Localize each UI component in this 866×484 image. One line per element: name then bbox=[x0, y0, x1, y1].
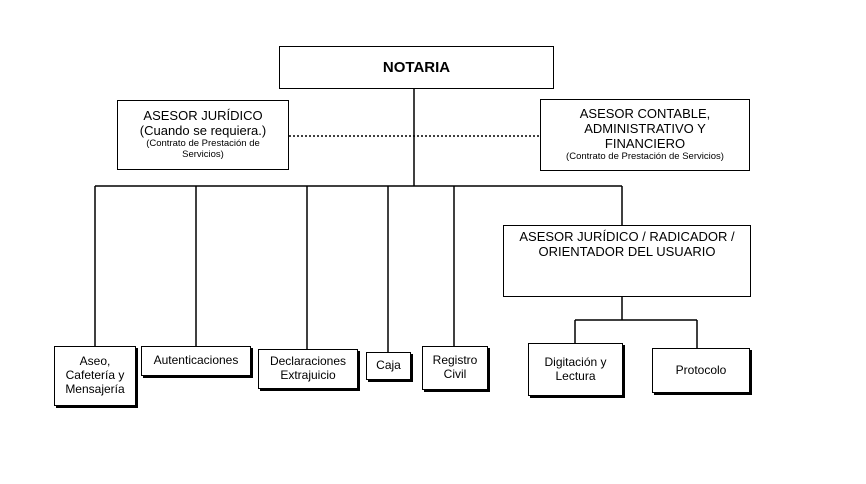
legal-advisor-box: ASESOR JURÍDICO (Cuando se requiera.) (C… bbox=[117, 100, 289, 170]
accounting-advisor-line-2: ADMINISTRATIVO Y bbox=[584, 121, 706, 137]
dept-registro-line-1: Registro bbox=[432, 353, 478, 368]
dept-aseo-box: Aseo, Cafetería y Mensajería bbox=[54, 346, 136, 406]
dept-caja-label: Caja bbox=[376, 358, 401, 373]
dept-autenticaciones-box: Autenticaciones bbox=[141, 346, 251, 376]
sub-protocolo-box: Protocolo bbox=[652, 348, 750, 393]
root-title: NOTARIA bbox=[382, 58, 451, 76]
dept-registro-box: Registro Civil bbox=[422, 346, 488, 390]
radicador-box: ASESOR JURÍDICO / RADICADOR / ORIENTADOR… bbox=[503, 225, 751, 297]
legal-advisor-note-2: Servicios) bbox=[182, 148, 224, 160]
dept-declaraciones-box: Declaraciones Extrajuicio bbox=[258, 349, 358, 389]
dept-caja-box: Caja bbox=[366, 352, 411, 380]
accounting-advisor-note: (Contrato de Prestación de Servicios) bbox=[566, 150, 724, 162]
dept-autenticaciones-label: Autenticaciones bbox=[153, 353, 239, 368]
sub-digitacion-line-2: Lectura bbox=[555, 368, 596, 383]
dept-declaraciones-line-2: Extrajuicio bbox=[280, 368, 336, 382]
radicador-line-1: ASESOR JURÍDICO / RADICADOR / bbox=[519, 229, 735, 244]
sub-protocolo-label: Protocolo bbox=[675, 362, 727, 377]
accounting-advisor-box: ASESOR CONTABLE, ADMINISTRATIVO Y FINANC… bbox=[540, 99, 750, 171]
dept-declaraciones-line-1: Declaraciones bbox=[269, 354, 347, 369]
sub-digitacion-line-1: Digitación y bbox=[544, 354, 607, 369]
legal-advisor-subtitle: (Cuando se requiera.) bbox=[139, 123, 267, 139]
dept-aseo-line-1: Aseo, bbox=[79, 354, 111, 369]
root-box: NOTARIA bbox=[279, 46, 554, 89]
dept-registro-line-2: Civil bbox=[443, 367, 467, 381]
accounting-advisor-line-1: ASESOR CONTABLE, bbox=[579, 106, 711, 122]
dept-aseo-line-2: Cafetería y bbox=[65, 368, 125, 383]
accounting-advisor-line-3: FINANCIERO bbox=[604, 136, 686, 151]
dept-aseo-line-3: Mensajería bbox=[65, 381, 125, 396]
legal-advisor-note-1: (Contrato de Prestación de bbox=[146, 138, 260, 150]
radicador-line-2: ORIENTADOR DEL USUARIO bbox=[538, 243, 716, 259]
legal-advisor-title: ASESOR JURÍDICO bbox=[143, 108, 263, 124]
sub-digitacion-box: Digitación y Lectura bbox=[528, 343, 623, 396]
